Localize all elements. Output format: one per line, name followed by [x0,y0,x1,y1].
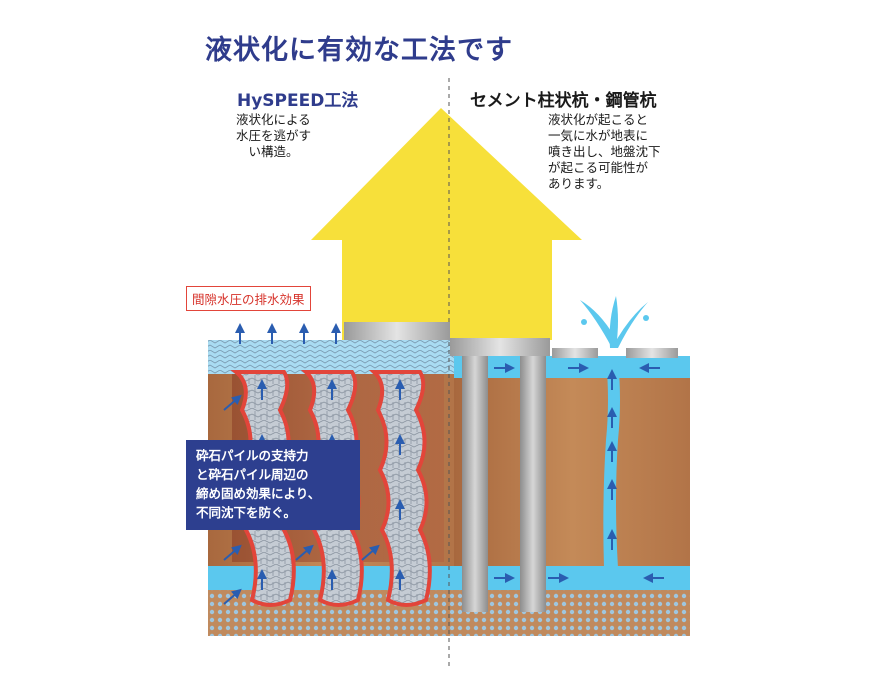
right-foundation-slab [450,338,550,356]
right-bottom-layer [454,590,690,636]
water-splash-icon [580,296,649,348]
support-effect-line: と砕石パイル周辺の [196,467,309,482]
cement-pile-note-line: が起こる可能性が [548,160,649,175]
support-effect-line: 不同沈下を防ぐ。 [196,505,297,520]
support-effect-line: 砕石パイルの支持力 [196,448,309,463]
hyspeed-note-line: 水圧を逃がす [236,128,312,143]
house-shape [311,108,582,340]
cement-pile-note-line: 一気に水が地表に [548,128,649,143]
cement-pile-note-line: 噴き出し、地盤沈下 [548,144,661,159]
page-title: 液状化に有効な工法です [205,35,513,66]
cement-pile-method-title: セメント柱状杭・鋼管杭 [470,91,657,111]
right-pile-1 [462,356,488,612]
drainage-callout: 間隙水圧の排水効果 [186,286,311,311]
right-water-arrows [494,363,664,583]
right-soil-layer [454,376,690,572]
hyspeed-note-line: 液状化による [236,112,311,127]
support-effect-box: 砕石パイルの支持力 と砕石パイル周辺の 締め固め効果により、 不同沈下を防ぐ。 [186,440,360,530]
cement-pile-note-line: 液状化が起こると [548,112,649,127]
cement-pile-note-line: あります。 [548,176,610,191]
surface-slab-right [552,348,598,358]
hyspeed-note: 液状化による 水圧を逃がす い構造。 [236,112,356,160]
left-foundation-slab [344,322,450,340]
support-effect-line: 締め固め効果により、 [196,486,321,501]
hyspeed-method-title: HySPEED工法 [237,91,359,111]
cement-pile-note: 液状化が起こると 一気に水が地表に 噴き出し、地盤沈下 が起こる可能性が ありま… [548,112,680,192]
hyspeed-note-line: い構造。 [236,144,299,159]
left-surface-gravel [208,340,454,374]
surface-slab-far [626,348,678,358]
right-pile-2 [520,356,546,612]
